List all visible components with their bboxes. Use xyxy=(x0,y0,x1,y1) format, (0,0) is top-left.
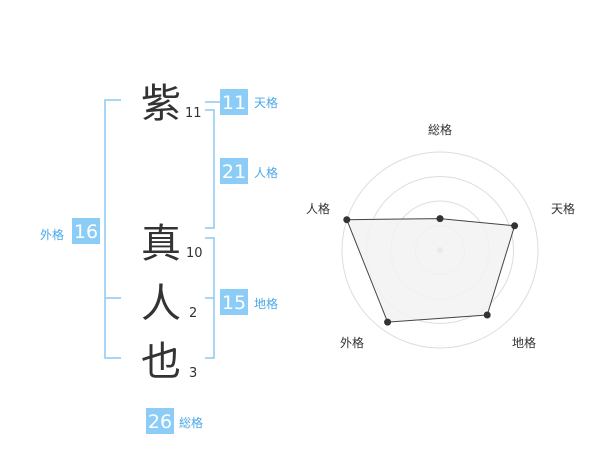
name-char-1: 紫 xyxy=(141,81,181,127)
soukaku-label: 総格 xyxy=(179,415,203,430)
name-char-3: 人 xyxy=(141,281,181,327)
radar-point-5 xyxy=(343,216,351,224)
tenkaku-badge xyxy=(220,89,248,115)
chikaku-bracket xyxy=(205,237,215,359)
soukaku-badge xyxy=(146,408,174,434)
gaikaku-bracket xyxy=(104,99,121,359)
radar-point-2 xyxy=(511,222,519,230)
stroke-count-2: 10 xyxy=(186,246,203,261)
radar-label-tenkaku: 天格 xyxy=(551,201,575,216)
jinkaku-bracket xyxy=(205,109,215,229)
jinkaku-label: 人格 xyxy=(254,165,278,180)
name-char-4: 也 xyxy=(141,339,181,385)
tenkaku-score: 11 天格 xyxy=(220,89,278,115)
radar-points xyxy=(343,215,519,326)
radar-chart: 総格 天格 地格 外格 人格 xyxy=(306,122,575,350)
radar-ring-4 xyxy=(341,151,539,349)
radar-point-1 xyxy=(436,215,444,223)
soukaku-value: 26 xyxy=(148,411,172,433)
gaikaku-score: 外格 16 xyxy=(40,218,100,244)
name-column: 紫 11 真 10 人 2 也 3 xyxy=(141,81,203,385)
stroke-count-4: 3 xyxy=(189,366,197,381)
radar-label-jinkaku: 人格 xyxy=(306,201,330,216)
jinkaku-badge xyxy=(220,158,248,184)
stroke-count-1: 11 xyxy=(185,106,202,121)
jinkaku-score: 21 人格 xyxy=(220,158,278,184)
radar-label-soukaku: 総格 xyxy=(428,122,452,137)
radar-area xyxy=(346,218,516,323)
stroke-count-3: 2 xyxy=(189,306,197,321)
radar-point-3 xyxy=(483,311,491,319)
tenkaku-value: 11 xyxy=(222,92,246,114)
chikaku-badge xyxy=(220,289,248,315)
radar-label-chikaku: 地格 xyxy=(512,335,536,350)
radar-label-gaikaku: 外格 xyxy=(340,335,364,350)
jinkaku-value: 21 xyxy=(222,161,246,183)
chikaku-value: 15 xyxy=(222,292,246,314)
brackets xyxy=(104,99,220,359)
gaikaku-badge xyxy=(72,218,100,244)
soukaku-score: 26 総格 xyxy=(146,408,203,434)
tenkaku-label: 天格 xyxy=(254,95,278,110)
chikaku-score: 15 地格 xyxy=(220,289,278,315)
gaikaku-value: 16 xyxy=(74,221,98,243)
radar-point-4 xyxy=(384,318,392,326)
gaikaku-label: 外格 xyxy=(40,227,64,242)
name-char-2: 真 xyxy=(141,221,181,267)
chikaku-label: 地格 xyxy=(254,296,278,311)
